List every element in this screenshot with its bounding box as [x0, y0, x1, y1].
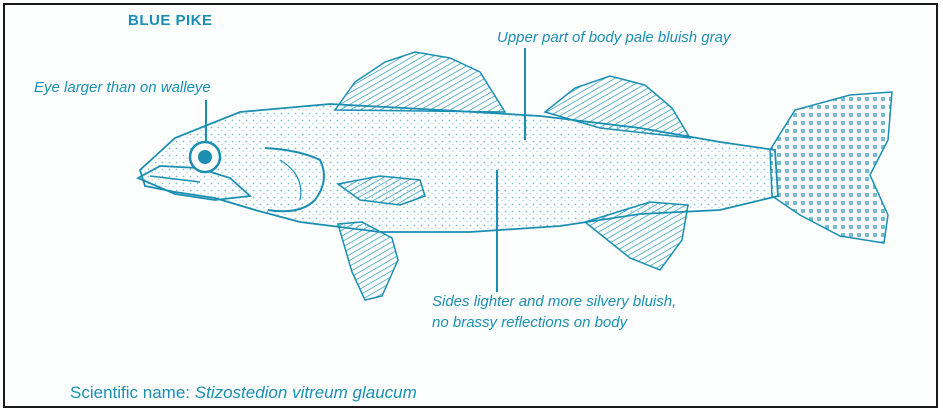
- spiny-dorsal-fin: [335, 52, 505, 112]
- fish-pupil: [198, 150, 212, 164]
- caudal-fin: [770, 92, 892, 243]
- pelvic-fin: [338, 222, 398, 300]
